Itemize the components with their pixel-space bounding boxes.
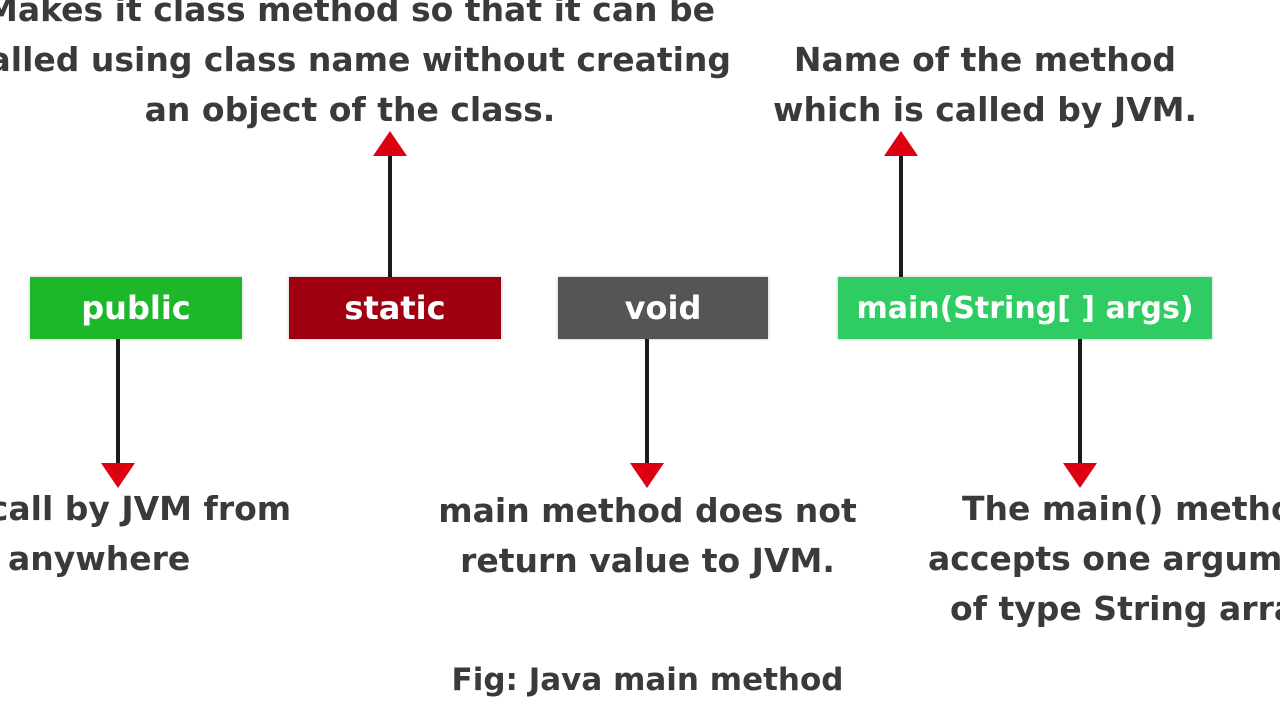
static-keyword-label: static <box>344 289 446 327</box>
void-description-line-1: main method does not <box>438 491 857 530</box>
args-description: The main() method accepts one argument o… <box>920 484 1280 634</box>
static-description-line-2: called using class name without creating <box>0 40 732 79</box>
static-keyword-box: static <box>289 277 501 339</box>
main-keyword-box: main(String[ ] args) <box>838 277 1212 339</box>
void-keyword-label: void <box>624 289 702 327</box>
void-keyword-box: void <box>558 277 768 339</box>
static-description: Makes it class method so that it can be … <box>0 0 740 135</box>
public-description: call by JVM from anywhere <box>0 484 320 584</box>
public-down-arrow <box>101 339 135 488</box>
void-description-line-2: return value to JVM. <box>460 541 835 580</box>
public-description-line-2: anywhere <box>8 539 191 578</box>
args-description-line-2: accepts one argument <box>928 539 1280 578</box>
main-description-line-1: Name of the method <box>793 40 1177 79</box>
args-description-line-3: of type String array <box>950 589 1280 628</box>
main-description: Name of the method which is called by JV… <box>760 35 1210 135</box>
figure-caption: Fig: Java main method <box>451 662 844 698</box>
static-description-line-1: Makes it class method so that it can be <box>0 0 715 29</box>
void-down-arrow <box>630 339 664 488</box>
args-down-arrow <box>1063 339 1097 488</box>
public-keyword-label: public <box>81 289 191 327</box>
void-description: main method does not return value to JVM… <box>420 486 875 586</box>
args-description-line-1: The main() method <box>962 489 1280 528</box>
static-description-line-3: an object of the class. <box>144 90 556 129</box>
main-description-line-2: which is called by JVM. <box>772 90 1198 129</box>
main-up-arrow <box>884 131 918 277</box>
public-description-line-1: call by JVM from <box>0 489 292 528</box>
static-up-arrow <box>373 131 407 277</box>
public-keyword-box: public <box>30 277 242 339</box>
main-keyword-label: main(String[ ] args) <box>856 290 1194 326</box>
